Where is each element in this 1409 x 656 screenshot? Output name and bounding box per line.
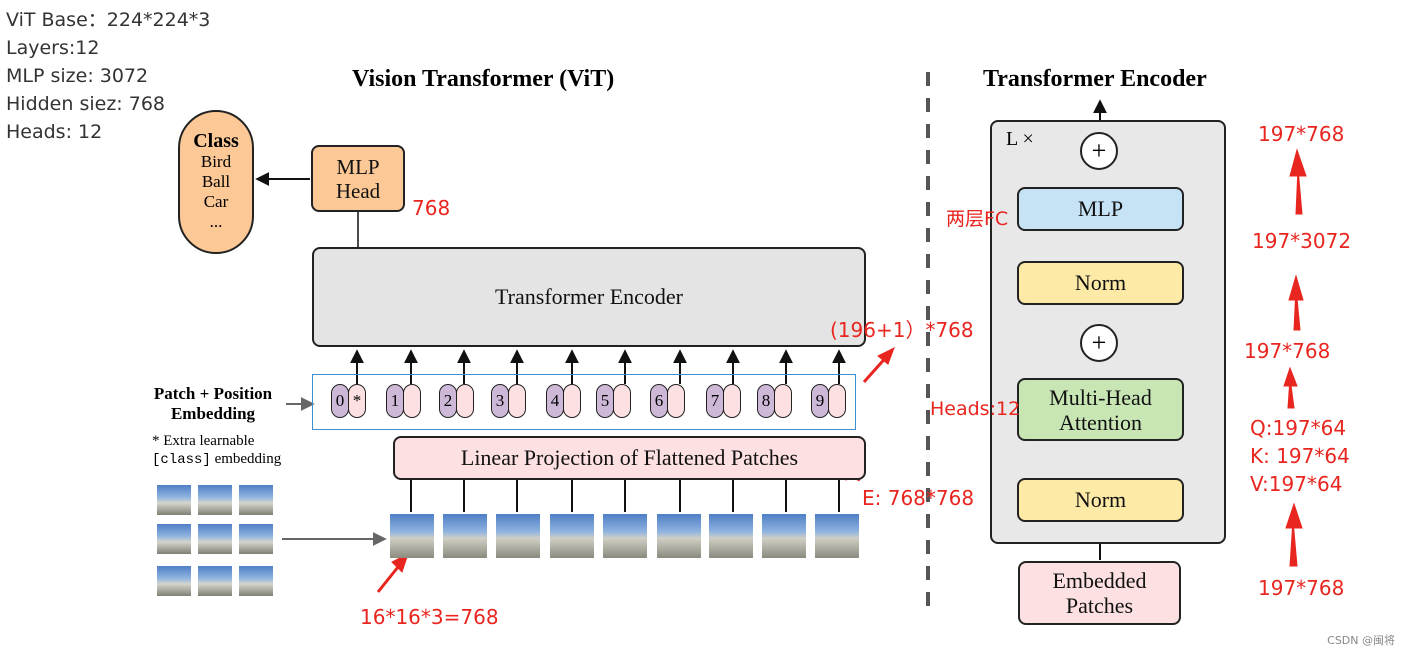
class-item-ball: Ball <box>201 172 231 191</box>
class-heading: Class <box>193 130 239 152</box>
encoder-mlp-box: MLP <box>1017 187 1184 231</box>
token-2: 2 <box>439 384 476 420</box>
mlp-head-line1: MLP <box>336 154 380 179</box>
annot-heads: Heads:12 <box>930 398 1021 420</box>
note-mlp-size: MLP size: 3072 <box>6 65 149 87</box>
class-item-more: ... <box>209 212 223 231</box>
vit-title: Vision Transformer (ViT) <box>352 66 615 92</box>
annot-e-dim: E: 768*768 <box>862 486 975 510</box>
linear-projection-box: Linear Projection of Flattened Patches <box>393 436 866 480</box>
annot-right-v: V:197*64 <box>1250 472 1343 496</box>
annot-two-fc: 两层FC <box>946 208 1009 230</box>
attention-line2: Attention <box>1058 409 1143 435</box>
embedded-line2: Patches <box>1065 593 1134 618</box>
token-3: 3 <box>491 384 528 420</box>
encoder-title: Transformer Encoder <box>983 66 1207 92</box>
add-node-bottom: + <box>1080 324 1118 362</box>
annot-right-3: 197*768 <box>1244 339 1331 363</box>
token-1: 1 <box>386 384 423 420</box>
token-9: 9 <box>811 384 848 420</box>
token-arrows <box>350 349 846 384</box>
model-config-notes: ViT Base：224*224*3 Layers:12 MLP size: 3… <box>6 6 210 146</box>
token-5: 5 <box>596 384 633 420</box>
annot-right-7: 197*768 <box>1258 576 1345 600</box>
norm-bottom-box: Norm <box>1017 478 1184 522</box>
token-strip <box>312 374 856 430</box>
token-8: 8 <box>757 384 794 420</box>
token-7: 7 <box>706 384 743 420</box>
note-hidden-size: Hidden siez: 768 <box>6 93 166 115</box>
patch-position-line1: Patch + Position <box>153 384 273 403</box>
multi-head-attention-box: Multi-Head Attention <box>1017 378 1184 441</box>
class-item-bird: Bird <box>200 152 232 171</box>
annot-right-1: 197*768 <box>1258 122 1345 146</box>
embedded-patches-box: Embedded Patches <box>1018 561 1181 625</box>
mlp-head-box: MLP Head <box>311 145 405 212</box>
annot-seq-dim: (196+1）*768 <box>830 318 974 342</box>
extra-note-line1: * Extra learnable <box>152 433 255 449</box>
note-base: ViT Base：224*224*3 <box>6 9 211 31</box>
note-layers: Layers:12 <box>6 37 100 59</box>
repeat-label: L × <box>1006 128 1034 150</box>
token-6: 6 <box>650 384 687 420</box>
annot-right-2: 197*3072 <box>1252 229 1352 253</box>
watermark: CSDN @闽将 <box>1327 634 1395 647</box>
extra-note-suffix: embedding <box>210 451 282 467</box>
token-0: 0* <box>331 384 368 420</box>
norm-top-box: Norm <box>1017 261 1184 305</box>
extra-note-code: [class] <box>152 452 211 468</box>
token-4: 4 <box>546 384 583 420</box>
patch-lines <box>410 480 840 512</box>
transformer-encoder-box: Transformer Encoder <box>312 247 866 347</box>
patch-position-label: Patch + Position Embedding <box>140 384 286 424</box>
annot-right-k: K: 197*64 <box>1250 444 1350 468</box>
embedded-line1: Embedded <box>1052 568 1147 593</box>
note-heads: Heads: 12 <box>6 121 103 143</box>
class-token-mark: * <box>348 384 366 418</box>
attention-line1: Multi-Head <box>1049 384 1152 410</box>
annot-patch-dim: 16*16*3=768 <box>360 605 499 629</box>
extra-learnable-note: * Extra learnable [class] embedding <box>152 432 281 469</box>
class-output-box: Class Bird Ball Car ... <box>178 110 254 254</box>
red-annotation-arrows <box>376 148 1307 593</box>
patch-position-line2: Embedding <box>170 404 256 423</box>
mlp-head-line2: Head <box>335 178 381 203</box>
class-item-car: Car <box>203 192 229 211</box>
add-node-top: + <box>1080 132 1118 170</box>
annot-768: 768 <box>412 196 451 220</box>
annot-right-q: Q:197*64 <box>1250 416 1347 440</box>
